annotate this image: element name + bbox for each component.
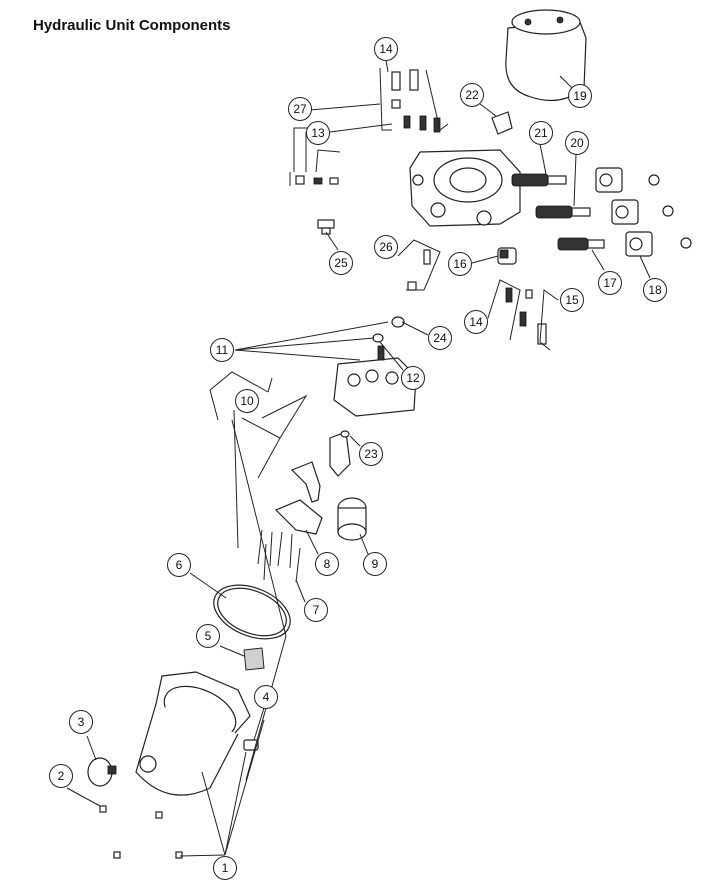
svg-text:13: 13	[311, 126, 325, 140]
svg-text:2: 2	[58, 769, 65, 783]
callout-6: 6	[167, 553, 191, 577]
svg-text:14: 14	[379, 42, 393, 56]
svg-text:19: 19	[573, 89, 587, 103]
svg-text:22: 22	[465, 88, 479, 102]
callout-17: 17	[598, 271, 622, 295]
callout-20: 20	[565, 131, 589, 155]
callout-21: 21	[529, 121, 553, 145]
part-check-valve-16	[497, 247, 517, 265]
page-title: Hydraulic Unit Components	[33, 17, 231, 34]
leader-lines	[66, 59, 651, 857]
callout-12: 12	[401, 366, 425, 390]
svg-text:25: 25	[334, 256, 348, 270]
part-screws-2-1	[99, 805, 183, 859]
svg-text:6: 6	[176, 558, 183, 572]
svg-text:10: 10	[240, 394, 254, 408]
part-fitting-4	[243, 739, 259, 751]
part-plug-22	[491, 111, 513, 135]
callout-15: 15	[560, 288, 584, 312]
callout-27: 27	[288, 97, 312, 121]
callout-13: 13	[306, 121, 330, 145]
callout-2: 2	[49, 764, 73, 788]
part-reservoir	[135, 671, 251, 796]
svg-text:4: 4	[263, 690, 270, 704]
callout-22: 22	[460, 83, 484, 107]
callout-19: 19	[568, 84, 592, 108]
svg-text:1: 1	[222, 861, 229, 875]
svg-text:3: 3	[78, 715, 85, 729]
part-suction-23	[329, 430, 351, 477]
part-solenoid-valves	[511, 173, 605, 251]
part-seals-12-24	[372, 316, 405, 343]
part-cartridges-14-27	[391, 69, 441, 133]
svg-text:16: 16	[453, 257, 467, 271]
svg-text:9: 9	[372, 557, 379, 571]
part-small-parts-13-27	[295, 175, 339, 185]
part-bracket-10	[290, 461, 321, 503]
svg-text:8: 8	[324, 557, 331, 571]
svg-text:7: 7	[313, 603, 320, 617]
svg-text:15: 15	[565, 293, 579, 307]
part-cartridges-14-15	[505, 287, 547, 345]
callout-26: 26	[374, 235, 398, 259]
svg-text:21: 21	[534, 126, 548, 140]
callout-18: 18	[643, 278, 667, 302]
callout-23: 23	[359, 442, 383, 466]
part-bolts-7	[257, 529, 301, 583]
part-pad-5	[243, 647, 265, 671]
part-valve-block	[409, 149, 521, 227]
callout-25: 25	[329, 251, 353, 275]
svg-text:18: 18	[648, 283, 662, 297]
svg-text:23: 23	[364, 447, 378, 461]
callout-5: 5	[196, 624, 220, 648]
part-fitting-25	[317, 219, 335, 235]
callout-8: 8	[315, 552, 339, 576]
svg-text:5: 5	[205, 629, 212, 643]
svg-text:14: 14	[469, 315, 483, 329]
part-parts-26	[407, 249, 431, 291]
part-cap-3	[87, 757, 117, 787]
part-filter-9	[337, 497, 367, 541]
callout-14-upper: 14	[374, 37, 398, 61]
callout-24: 24	[428, 326, 452, 350]
part-oring-6	[213, 584, 291, 640]
svg-text:27: 27	[293, 102, 307, 116]
part-gasket-8	[274, 499, 323, 535]
callout-4: 4	[254, 685, 278, 709]
svg-text:26: 26	[379, 240, 393, 254]
callout-1: 1	[213, 856, 237, 880]
svg-text:12: 12	[406, 371, 420, 385]
callout-11: 11	[210, 338, 234, 362]
callout-16: 16	[448, 252, 472, 276]
part-motor-19	[505, 9, 587, 102]
svg-text:24: 24	[433, 331, 447, 345]
svg-text:17: 17	[603, 276, 617, 290]
part-pump-11	[333, 345, 417, 417]
callout-3: 3	[69, 710, 93, 734]
part-coils-18	[595, 167, 692, 257]
svg-text:11: 11	[216, 343, 229, 357]
callout-7: 7	[304, 598, 328, 622]
callout-14-lower: 14	[464, 310, 488, 334]
svg-text:20: 20	[570, 136, 584, 150]
callout-10: 10	[235, 389, 259, 413]
callout-9: 9	[363, 552, 387, 576]
